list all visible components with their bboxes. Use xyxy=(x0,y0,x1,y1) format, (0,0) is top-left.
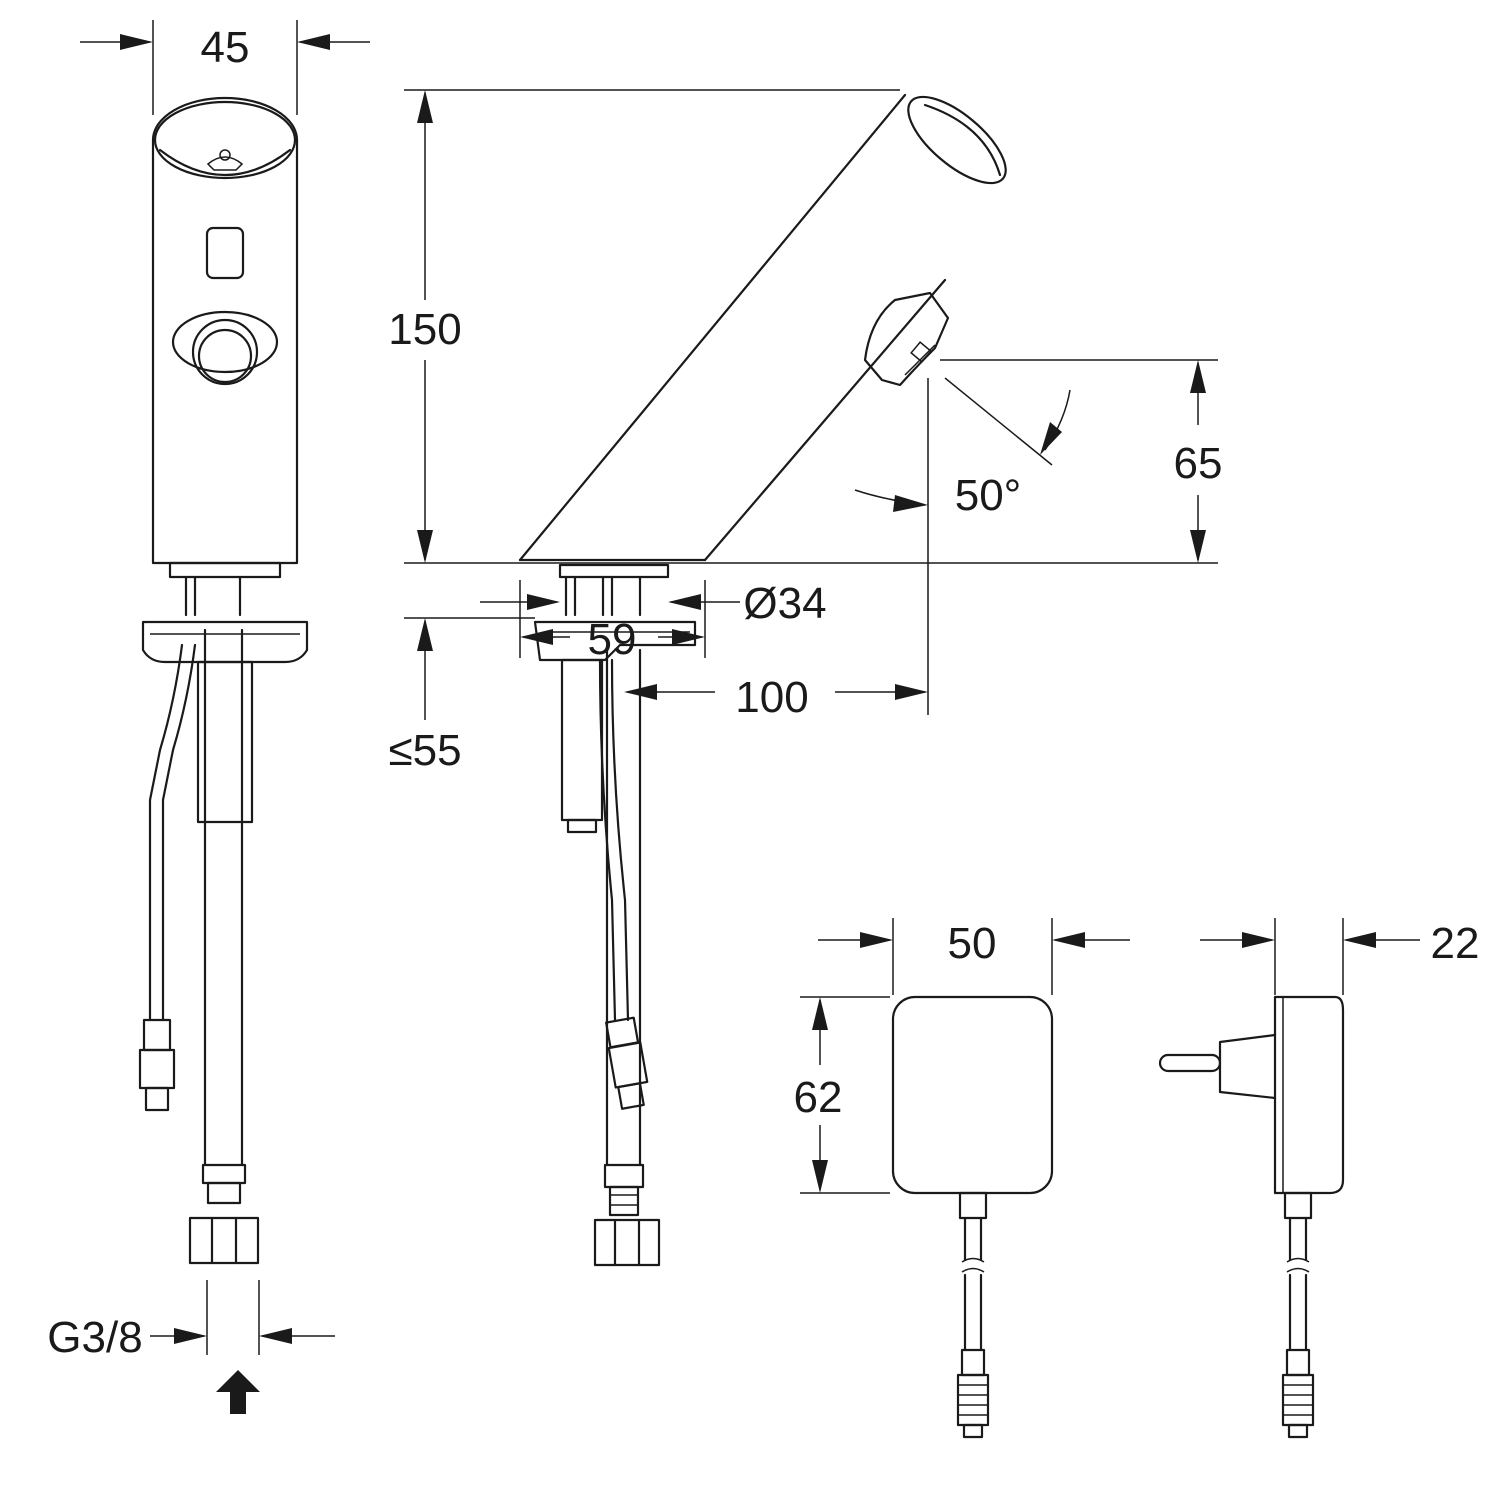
dim-psu-width: 50 xyxy=(948,919,997,968)
power-supply-side xyxy=(1158,918,1420,1439)
dim-psu-depth: 22 xyxy=(1431,919,1480,968)
front-view xyxy=(80,20,370,1414)
dim-body-width: 45 xyxy=(201,23,250,72)
dim-psu-height: 62 xyxy=(794,1073,843,1122)
dim-max-deck-thickness: ≤55 xyxy=(388,726,461,775)
dim-spout-reach: 100 xyxy=(735,673,808,722)
dim-total-height: 150 xyxy=(388,305,461,354)
side-view xyxy=(404,89,1218,1267)
dim-sensor-angle: 50° xyxy=(955,471,1022,520)
dim-base-depth: 59 xyxy=(588,615,637,664)
dim-spout-height: 65 xyxy=(1174,439,1223,488)
power-supply-front xyxy=(800,918,1130,1439)
dim-inlet-thread: G3/8 xyxy=(47,1313,142,1362)
dim-base-diameter: Ø34 xyxy=(743,579,826,628)
